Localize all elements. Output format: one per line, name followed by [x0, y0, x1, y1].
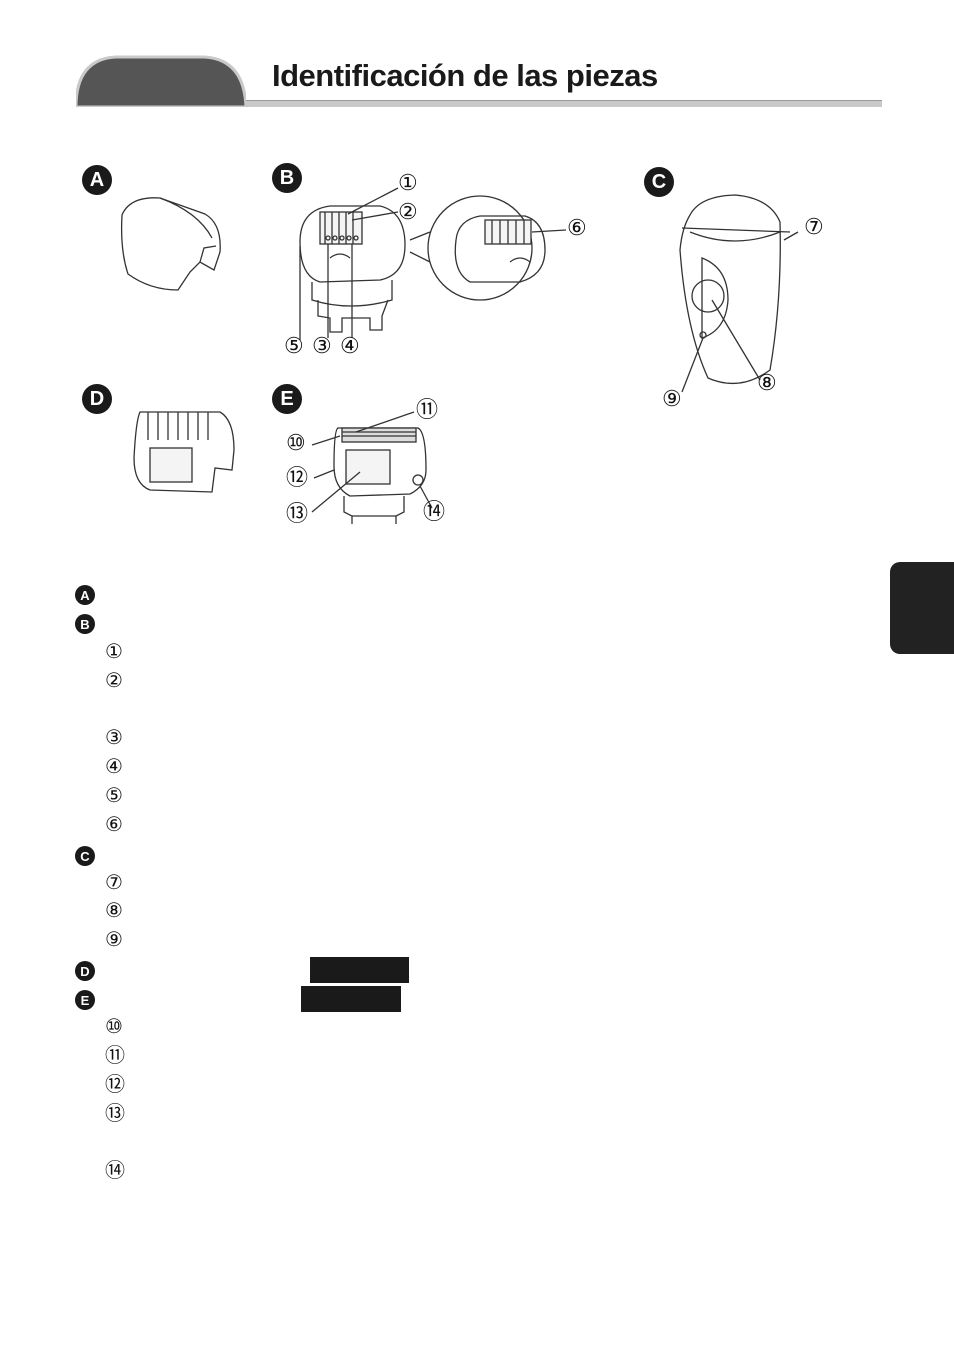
shaver-head-e-drawing: [311, 411, 433, 524]
list-number-5: ⑤: [105, 785, 123, 807]
figure-label-a: A: [82, 165, 112, 195]
list-number-13: ⑬: [105, 1103, 125, 1125]
list-number-6: ⑥: [105, 814, 123, 836]
redaction-box-d: [310, 957, 409, 983]
list-number-14: ⑭: [105, 1160, 125, 1182]
callout-10: ⑩: [286, 430, 306, 455]
callout-14: ⑭: [423, 499, 446, 524]
body-c-drawing: [679, 194, 799, 393]
header-tab-decoration: [76, 55, 246, 107]
callout-1: ①: [398, 170, 418, 195]
list-number-12: ⑫: [105, 1074, 125, 1096]
callout-7: ⑦: [804, 214, 824, 239]
list-number-3: ③: [105, 727, 123, 749]
callout-9: ⑨: [662, 386, 682, 411]
page-title: Identificación de las piezas: [272, 58, 658, 93]
list-number-2: ②: [105, 670, 123, 692]
cap-a-drawing: [120, 197, 221, 291]
list-number-7: ⑦: [105, 872, 123, 894]
callout-4: ④: [340, 333, 360, 358]
comb-cap-d-drawing: [133, 411, 235, 493]
parts-illustration: [120, 187, 799, 524]
list-number-9: ⑨: [105, 929, 123, 951]
figure-label-c: C: [644, 167, 674, 197]
callout-5: ⑤: [284, 333, 304, 358]
list-number-4: ④: [105, 756, 123, 778]
language-side-tab: [890, 562, 954, 654]
callout-11: ⑪: [416, 397, 439, 422]
list-label-c: C: [75, 846, 95, 866]
callout-12: ⑫: [286, 465, 309, 490]
list-number-10: ⑩: [105, 1016, 123, 1038]
callout-3: ③: [312, 333, 332, 358]
figure-label-e: E: [272, 384, 302, 414]
list-number-8: ⑧: [105, 900, 123, 922]
figure-label-b: B: [272, 163, 302, 193]
header-rule: [246, 100, 882, 107]
list-number-1: ①: [105, 641, 123, 663]
redaction-box-e: [301, 986, 401, 1012]
callout-6: ⑥: [567, 215, 587, 240]
callout-13: ⑬: [286, 501, 309, 526]
figure-label-d: D: [82, 384, 112, 414]
list-label-e: E: [75, 990, 95, 1010]
list-label-d: D: [75, 961, 95, 981]
callout-2: ②: [398, 199, 418, 224]
callout-8: ⑧: [757, 370, 777, 395]
list-label-b: B: [75, 614, 95, 634]
list-label-a: A: [75, 585, 95, 605]
epilator-head-b-drawing: [299, 187, 567, 340]
list-number-11: ⑪: [105, 1045, 125, 1067]
